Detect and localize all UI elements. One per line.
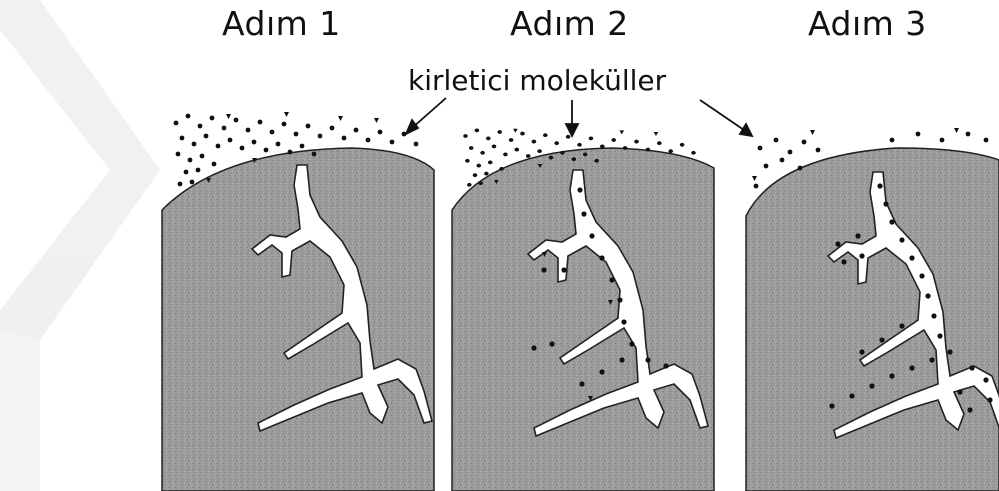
step-2-title: Adım 2 (510, 4, 629, 43)
panel-step-1 (162, 112, 434, 491)
label-arrows (406, 98, 752, 136)
panel-step-3 (746, 128, 999, 491)
panel-step-2 (452, 127, 714, 491)
contaminant-molecules-label: kirletici moleküller (408, 64, 666, 97)
step-3-title: Adım 3 (808, 4, 927, 43)
step-1-title: Adım 1 (222, 4, 341, 43)
background-watermark (0, 0, 160, 491)
